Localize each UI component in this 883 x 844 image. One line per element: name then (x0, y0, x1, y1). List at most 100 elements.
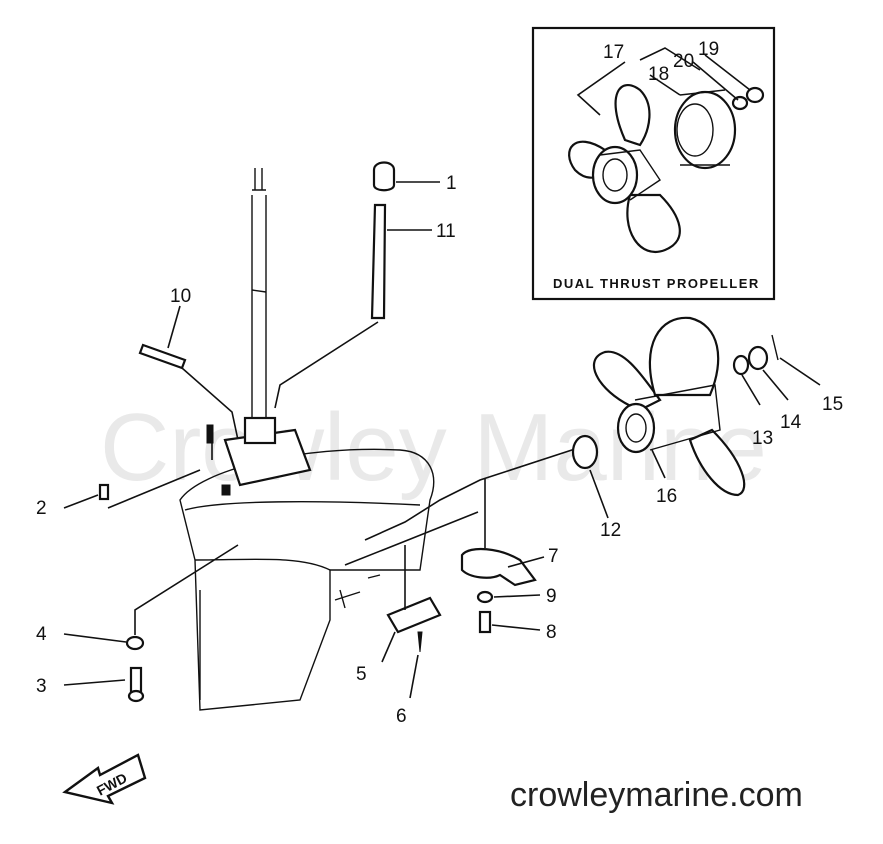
callout-17: 17 (603, 42, 624, 63)
inset-hub-bore (602, 158, 628, 192)
inset-thrust-hub-edge (679, 89, 730, 166)
grommet-body (372, 161, 396, 192)
leader-16 (651, 449, 666, 479)
prop-blade-left (592, 350, 662, 412)
leader-2 (63, 494, 99, 509)
inset-blade-top (614, 84, 651, 147)
prop-blade-bottom (688, 428, 746, 497)
spacer-part-13: 13 (732, 354, 773, 449)
prop-hub-body (634, 384, 721, 451)
callout-3: 3 (36, 676, 47, 697)
leader-10 (167, 305, 181, 349)
inset-washer (731, 95, 749, 111)
callout-11: 11 (436, 221, 456, 242)
pin-path-line (181, 367, 239, 441)
bolt8-body (478, 610, 492, 634)
casing-bolt (221, 484, 231, 496)
inset-frame (531, 26, 776, 301)
propeller-part-16: 16 (592, 316, 746, 507)
callout-13: 13 (752, 428, 773, 449)
inset-thrust-hub-inner (676, 103, 714, 157)
drive-shaft-body (251, 195, 267, 420)
fd-marking (334, 574, 381, 609)
callout-4: 4 (36, 624, 47, 645)
callout-20: 20 (673, 51, 694, 72)
water-tube-body (370, 203, 387, 320)
prop-blade-top (648, 316, 720, 397)
leader-17 (576, 61, 626, 116)
bolt-part-3: 3 (36, 666, 145, 703)
fwd-arrow: FWD (62, 753, 147, 805)
pin-body (138, 343, 187, 370)
cotter-pin-part-15: 15 (771, 334, 843, 415)
washer-part-4: 4 (36, 544, 239, 651)
leader-14 (762, 369, 789, 401)
casing-outline (179, 448, 435, 711)
drive-shaft-mark (251, 289, 267, 293)
nut-part-14: 14 (747, 345, 802, 433)
trim-tab-part-7: 7 (460, 478, 559, 587)
callout-8: 8 (546, 622, 557, 643)
leader-13 (741, 374, 761, 406)
prop-shaft-line (364, 447, 579, 541)
leader-8 (491, 624, 541, 631)
callout-1: 1 (446, 173, 457, 194)
callout-14: 14 (780, 412, 802, 433)
washer-path-line (134, 544, 239, 635)
water-tube-part-11: 11 (274, 203, 456, 409)
leader-12 (589, 469, 609, 519)
inset-hub (591, 145, 639, 205)
callout-16: 16 (656, 486, 677, 507)
inset-panel: 17 18 19 20 DUAL THRUST PROPELLER (531, 26, 776, 301)
callout-18: 18 (648, 64, 669, 85)
leader-19 (704, 54, 751, 91)
callout-12: 12 (600, 520, 621, 541)
pin-part-10: 10 (138, 286, 239, 441)
inset-caption: DUAL THRUST PROPELLER (553, 276, 760, 291)
callout-5: 5 (356, 664, 367, 685)
leader-20 (692, 61, 739, 101)
drive-shaft-spline (252, 168, 266, 191)
pump-top (243, 416, 277, 445)
thrust-washer-body (571, 434, 599, 470)
leader-7 (507, 556, 545, 568)
anode-part-5: 5 (356, 545, 442, 685)
callout-15: 15 (822, 394, 843, 415)
callout-10: 10 (170, 286, 191, 307)
spacer-body (732, 354, 750, 376)
screw-body (417, 631, 423, 653)
callout-2: 2 (36, 498, 47, 519)
inset-blade-bottom (626, 193, 681, 253)
callout-6: 6 (396, 706, 407, 727)
prop-hub (616, 402, 656, 454)
casing-waterline (194, 558, 331, 571)
callout-9: 9 (546, 586, 557, 607)
leader-4 (63, 633, 127, 643)
inset-nut (745, 86, 765, 104)
leader-5 (381, 631, 396, 663)
washer-part-9: 9 (476, 586, 557, 607)
trim-tab-body (460, 547, 537, 587)
leader-6 (409, 654, 419, 699)
callout-7: 7 (548, 546, 559, 567)
thrust-washer-part-12: 12 (571, 434, 621, 541)
plug-part-2: 2 (36, 469, 201, 519)
anode-body (386, 596, 442, 634)
prop-hub-bore (625, 413, 647, 443)
inset-thrust-hub (673, 90, 737, 170)
leader-18 (649, 74, 681, 96)
drive-shaft (251, 168, 267, 420)
leader-3 (63, 679, 126, 686)
screw-part-6: 6 (396, 631, 423, 727)
bolt-head (127, 689, 145, 703)
casing-flange (184, 501, 421, 511)
inset-hub-body (599, 149, 661, 201)
prop-shaft-line-2 (344, 511, 479, 566)
washer-body (125, 635, 145, 651)
footer-url: crowleymarine.com (510, 776, 803, 814)
grommet-part-1: 1 (372, 161, 457, 194)
plug-path-line (107, 469, 201, 509)
nut-body (747, 345, 769, 371)
